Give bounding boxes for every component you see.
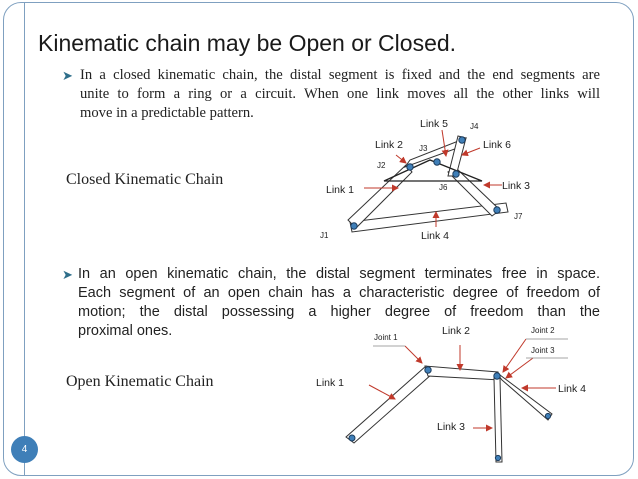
paragraph-line: In an open kinematic chain, the distal s… <box>78 266 600 282</box>
label-joint1: Joint 1 <box>374 333 398 342</box>
paragraph-line: proximal ones. <box>78 323 173 339</box>
label-link6: Link 6 <box>483 139 511 151</box>
bullet-arrow-icon: ➤ <box>62 267 73 282</box>
paragraph-line: In a closed kinematic chain, the distal … <box>80 67 600 83</box>
joint-j7 <box>493 206 501 214</box>
label-joint3: Joint 3 <box>531 346 555 355</box>
open-joint-base <box>348 434 356 442</box>
label-joint2: Joint 2 <box>531 326 555 335</box>
paragraph-line: unite to form a ring or a circuit. When … <box>80 86 600 102</box>
open-link2-bar <box>424 365 501 381</box>
open-joint-end4 <box>544 412 552 420</box>
label-j1: J1 <box>320 231 329 240</box>
open-joint-end3 <box>494 454 502 462</box>
label-j2: J2 <box>377 161 386 170</box>
label-open-link2: Link 2 <box>442 325 470 337</box>
joint-j2 <box>406 163 414 171</box>
paragraph-line: motion; the distal possessing a higher d… <box>78 304 600 320</box>
joint-j4 <box>458 136 466 144</box>
label-j6: J6 <box>439 183 448 192</box>
closed-chain-paragraph: In a closed kinematic chain, the distal … <box>80 66 600 123</box>
bullet-arrow-icon: ➤ <box>62 68 73 83</box>
label-link1: Link 1 <box>326 184 354 196</box>
closed-chain-caption: Closed Kinematic Chain <box>66 171 224 188</box>
joint-j6 <box>452 170 460 178</box>
open-chain-caption: Open Kinematic Chain <box>66 373 214 390</box>
open-joint1 <box>424 366 432 374</box>
label-open-link3: Link 3 <box>437 421 465 433</box>
open-link4-bar <box>495 371 553 421</box>
label-j4: J4 <box>470 122 479 131</box>
slide-title: Kinematic chain may be Open or Closed. <box>38 30 457 56</box>
label-link3: Link 3 <box>502 180 530 192</box>
paragraph-line: Each segment of an open chain has a char… <box>78 285 600 301</box>
label-j7: J7 <box>514 212 523 221</box>
paragraph-line: move in a predictable pattern. <box>80 105 254 121</box>
open-joint2 <box>493 372 501 380</box>
page-number-badge: 4 <box>11 436 38 463</box>
open-chain-paragraph: In an open kinematic chain, the distal s… <box>78 265 600 341</box>
open-link3-bar <box>493 377 503 463</box>
left-rule <box>24 3 25 475</box>
label-link4: Link 4 <box>421 230 449 242</box>
label-link5: Link 5 <box>420 118 448 130</box>
slide-frame <box>3 2 634 476</box>
label-open-link4: Link 4 <box>558 383 586 395</box>
label-j3: J3 <box>419 144 428 153</box>
link4-bar <box>349 202 509 233</box>
joint-j3 <box>433 158 441 166</box>
joint-j1 <box>350 222 358 230</box>
label-open-link1: Link 1 <box>316 377 344 389</box>
label-link2: Link 2 <box>375 139 403 151</box>
open-link1-bar <box>345 365 433 444</box>
